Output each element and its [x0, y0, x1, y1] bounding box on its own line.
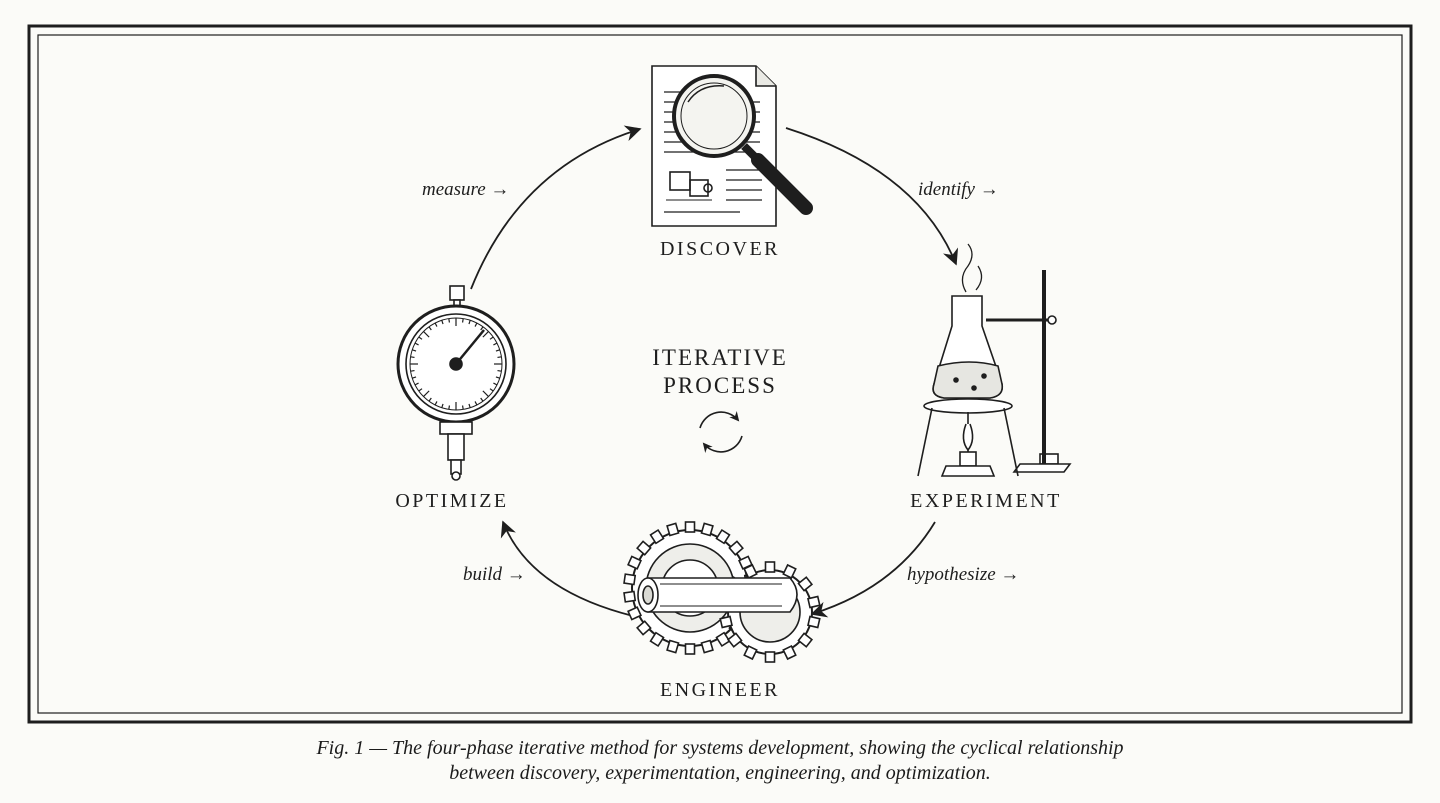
transition-label-measure: measure →	[422, 179, 509, 200]
transition-label-hypothesize: hypothesize →	[907, 564, 1019, 585]
figure-caption: Fig. 1 — The four-phase iterative method…	[0, 736, 1440, 786]
phase-label-optimize: OPTIMIZE	[395, 490, 508, 512]
center-title-line2: PROCESS	[663, 373, 777, 398]
phase-label-discover: DISCOVER	[660, 238, 780, 260]
caption-line-2: between discovery, experimentation, engi…	[449, 762, 991, 784]
arrow-experiment-to-engineer	[810, 521, 936, 618]
arrow-engineer-to-optimize	[500, 520, 634, 617]
phase-label-experiment: EXPERIMENT	[910, 490, 1062, 512]
magnifier-document-icon	[651, 65, 813, 227]
lab-flask-icon	[917, 243, 1072, 477]
gears-icon	[623, 521, 821, 663]
transition-label-build: build →	[463, 564, 526, 585]
center-title-line1: ITERATIVE	[652, 345, 788, 370]
transition-label-identify: identify →	[918, 179, 999, 200]
dial-gauge-icon	[396, 285, 516, 481]
arrow-discover-to-experiment	[785, 127, 959, 266]
cycle-arrows	[470, 125, 959, 618]
cycle-arrows-icon	[699, 411, 743, 453]
arrow-optimize-to-discover	[470, 125, 642, 290]
phase-label-engineer: ENGINEER	[660, 679, 780, 701]
caption-line-1: Fig. 1 — The four-phase iterative method…	[316, 737, 1124, 759]
diagram-frame	[27, 24, 1413, 724]
